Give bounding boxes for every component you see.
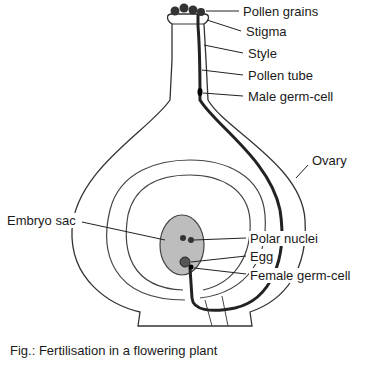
part-label: Pollen grains (242, 4, 319, 19)
leader-line (296, 165, 308, 178)
egg-cell (180, 257, 190, 267)
male-germ-cell (198, 88, 203, 96)
part-label: Ovary (311, 153, 348, 168)
leader-line (207, 20, 241, 31)
inner-integument (126, 175, 250, 290)
leader-line (204, 45, 243, 53)
pollen-grain (197, 8, 205, 16)
part-label: Style (247, 46, 278, 61)
part-label: Male germ-cell (247, 89, 334, 104)
pollen-grain (171, 7, 180, 16)
part-label: Female germ-cell (249, 268, 351, 283)
part-label: Polar nuclei (249, 231, 319, 246)
polar-nucleus (180, 235, 186, 241)
figure-caption: Fig.: Fertilisation in a flowering plant (10, 343, 217, 358)
part-label: Pollen tube (247, 68, 314, 83)
leader-line (203, 93, 243, 96)
leader-line (194, 238, 246, 240)
embryo-sac (160, 215, 204, 275)
pollen-grain (180, 4, 189, 13)
female-germ-cell (189, 265, 194, 270)
part-label: Stigma (245, 24, 287, 39)
part-label: Egg (249, 249, 274, 264)
part-label: Embryo sac (6, 213, 77, 228)
leader-line (202, 70, 243, 75)
pollen-grain (189, 6, 198, 15)
leader-line (82, 222, 165, 240)
outer-integument (107, 160, 266, 300)
polar-nucleus (188, 237, 194, 243)
pollen-tube (190, 14, 282, 310)
leader-line (191, 256, 246, 262)
leader-line (206, 11, 239, 12)
leader-line (194, 268, 246, 274)
